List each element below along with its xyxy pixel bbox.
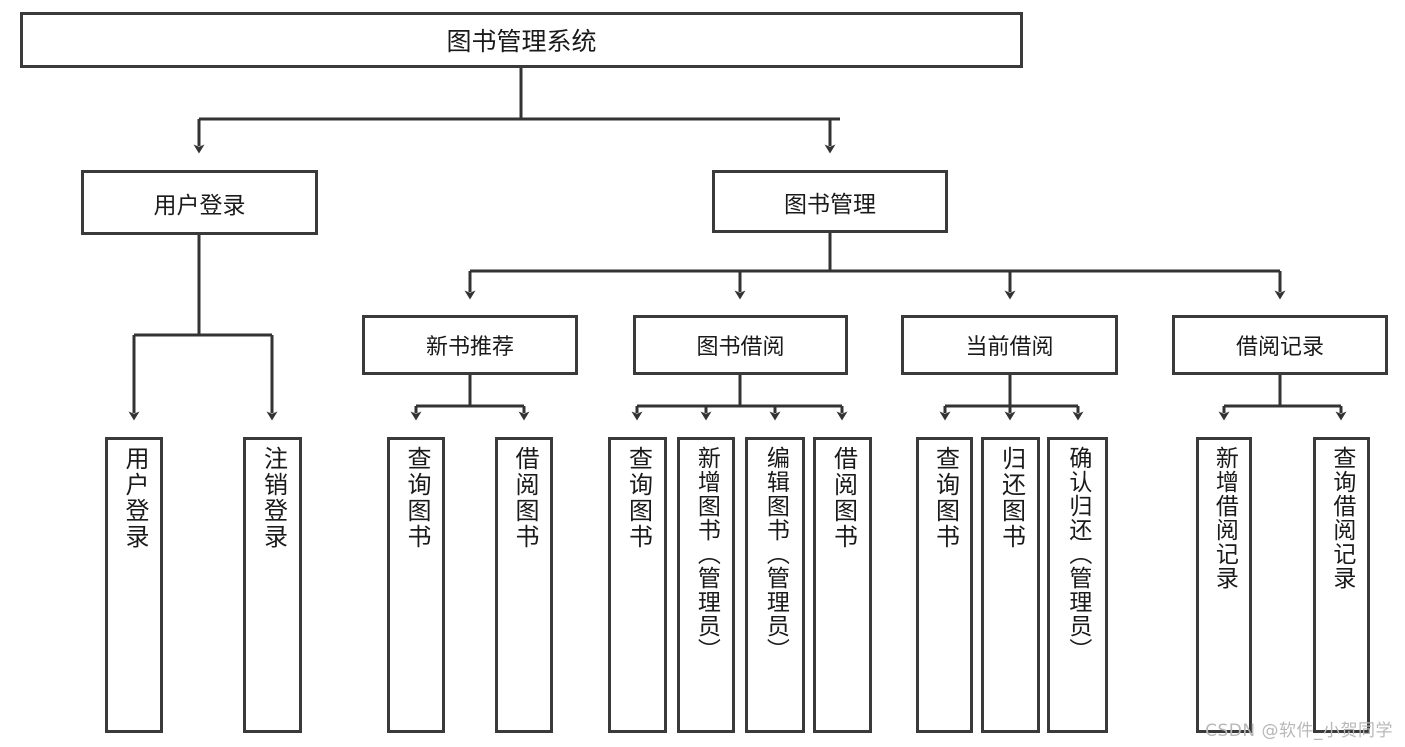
leaf-query-book-current[interactable]: 查询图书 (916, 437, 973, 733)
leaf-label: 借阅图书 (510, 446, 539, 550)
leaf-return-book[interactable]: 归还图书 (981, 437, 1040, 733)
leaf-label: 注销登录 (259, 446, 288, 550)
leaf-edit-book-admin[interactable]: 编辑图书（管理员） (745, 437, 805, 733)
leaf-query-book-borrow[interactable]: 查询图书 (608, 437, 667, 733)
leaf-query-book-recommend[interactable]: 查询图书 (387, 437, 445, 733)
leaf-label: 编辑图书（管理员） (762, 446, 789, 662)
leaf-borrow-book-recommend[interactable]: 借阅图书 (495, 437, 553, 733)
node-label: 新书推荐 (425, 335, 514, 360)
leaf-label: 新增图书（管理员） (693, 446, 720, 662)
node-label: 图书管理系统 (446, 27, 597, 56)
node-label: 图书管理 (784, 191, 876, 218)
leaf-label: 查询图书 (931, 446, 960, 550)
watermark-text: CSDN @软件_小贺同学 (1205, 721, 1393, 741)
leaf-label: 新增借阅记录 (1211, 446, 1238, 590)
leaf-label: 查询借阅记录 (1328, 446, 1355, 590)
leaf-label: 查询图书 (624, 446, 653, 550)
node-label: 当前借阅 (965, 335, 1054, 360)
node-new-book-recommend[interactable]: 新书推荐 (362, 315, 578, 375)
leaf-label: 确认归还（管理员） (1064, 446, 1091, 662)
node-label: 图书借阅 (696, 335, 785, 360)
leaf-query-borrow-record[interactable]: 查询借阅记录 (1313, 437, 1370, 733)
leaf-logout-login[interactable]: 注销登录 (243, 437, 302, 733)
node-borrow-record[interactable]: 借阅记录 (1172, 315, 1388, 375)
node-book-management[interactable]: 图书管理 (712, 170, 948, 233)
node-user-login[interactable]: 用户登录 (81, 170, 318, 235)
leaf-add-borrow-record[interactable]: 新增借阅记录 (1196, 437, 1252, 733)
node-label: 借阅记录 (1235, 335, 1324, 360)
leaf-confirm-return-admin[interactable]: 确认归还（管理员） (1047, 437, 1108, 733)
leaf-add-book-admin[interactable]: 新增图书（管理员） (677, 437, 735, 733)
node-book-borrow[interactable]: 图书借阅 (633, 315, 848, 375)
node-current-borrow[interactable]: 当前借阅 (901, 315, 1118, 375)
leaf-label: 归还图书 (997, 446, 1026, 550)
node-label: 用户登录 (153, 192, 246, 219)
leaf-label: 查询图书 (402, 446, 431, 550)
leaf-label: 用户登录 (120, 446, 149, 550)
leaf-borrow-book[interactable]: 借阅图书 (813, 437, 872, 733)
leaf-label: 借阅图书 (829, 446, 858, 550)
leaf-user-login[interactable]: 用户登录 (105, 437, 163, 733)
node-root-book-management-system[interactable]: 图书管理系统 (20, 12, 1023, 68)
